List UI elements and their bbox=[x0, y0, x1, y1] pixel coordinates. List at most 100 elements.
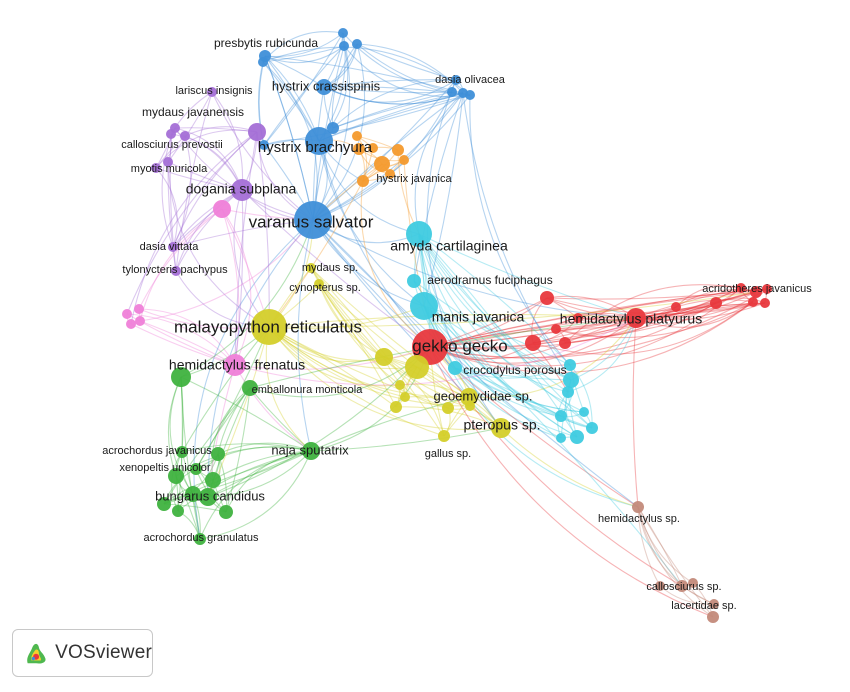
node-p3[interactable] bbox=[151, 163, 161, 173]
node-manis[interactable] bbox=[410, 292, 438, 320]
label-malay[interactable]: malayopython reticulatus bbox=[174, 317, 362, 336]
node-hbrach[interactable] bbox=[305, 127, 333, 155]
label-myotis[interactable]: myotis muricola bbox=[131, 163, 208, 175]
label-mydjav[interactable]: mydaus javanensis bbox=[142, 105, 244, 119]
node-o1[interactable] bbox=[374, 156, 390, 172]
node-o4[interactable] bbox=[352, 131, 362, 141]
node-b9[interactable] bbox=[259, 140, 269, 150]
vosviewer-logo[interactable]: VOSviewer bbox=[12, 629, 153, 677]
node-b6[interactable] bbox=[447, 87, 457, 97]
node-mydaussp[interactable] bbox=[306, 263, 316, 273]
node-b5[interactable] bbox=[465, 90, 475, 100]
node-g2[interactable] bbox=[205, 472, 221, 488]
node-b2[interactable] bbox=[352, 39, 362, 49]
label-presb[interactable]: presbytis rubicunda bbox=[214, 36, 318, 50]
node-g3[interactable] bbox=[168, 468, 184, 484]
label-dogan[interactable]: dogania subplana bbox=[186, 181, 297, 197]
label-hemisp[interactable]: hemidactylus sp. bbox=[598, 513, 680, 525]
node-c2[interactable] bbox=[555, 410, 567, 422]
node-myotis[interactable] bbox=[163, 157, 173, 167]
label-najas[interactable]: naja sputatrix bbox=[271, 442, 349, 457]
label-hjav[interactable]: hystrix javanica bbox=[376, 173, 452, 185]
node-r9[interactable] bbox=[760, 298, 770, 308]
node-b8[interactable] bbox=[327, 122, 339, 134]
node-c1[interactable] bbox=[563, 372, 579, 388]
node-p1[interactable] bbox=[180, 131, 190, 141]
node-gallus[interactable] bbox=[438, 430, 450, 442]
node-r5[interactable] bbox=[573, 313, 583, 323]
node-o5[interactable] bbox=[399, 155, 409, 165]
node-c4[interactable] bbox=[586, 422, 598, 434]
node-y4[interactable] bbox=[442, 402, 454, 414]
label-geoem[interactable]: geoemydidae sp. bbox=[433, 388, 532, 403]
node-b1[interactable] bbox=[338, 28, 348, 38]
node-k2[interactable] bbox=[122, 309, 132, 319]
node-r1[interactable] bbox=[540, 291, 554, 305]
node-varanus[interactable] bbox=[294, 201, 332, 239]
node-r11[interactable] bbox=[710, 297, 722, 309]
node-w2[interactable] bbox=[688, 578, 698, 588]
node-k3[interactable] bbox=[134, 304, 144, 314]
label-gallus[interactable]: gallus sp. bbox=[425, 448, 471, 460]
label-dvitt[interactable]: dasia vittata bbox=[140, 241, 200, 253]
label-amyda[interactable]: amyda cartilaginea bbox=[390, 238, 508, 254]
node-y3[interactable] bbox=[390, 401, 402, 413]
label-varanus[interactable]: varanus salvator bbox=[249, 212, 374, 231]
node-y5[interactable] bbox=[400, 392, 410, 402]
node-g6[interactable] bbox=[157, 497, 171, 511]
node-acrjav[interactable] bbox=[176, 446, 188, 458]
node-acrid[interactable] bbox=[750, 286, 762, 298]
node-lari[interactable] bbox=[207, 87, 217, 97]
label-lari[interactable]: lariscus insignis bbox=[175, 85, 253, 97]
node-dvitt[interactable] bbox=[168, 242, 178, 252]
label-callprev[interactable]: callosciurus prevostii bbox=[121, 139, 222, 151]
node-r7[interactable] bbox=[762, 284, 772, 294]
node-hfren[interactable] bbox=[224, 354, 246, 376]
node-bung[interactable] bbox=[199, 488, 217, 506]
label-hfren[interactable]: hemidactylus frenatus bbox=[169, 357, 305, 373]
node-g4[interactable] bbox=[219, 505, 233, 519]
node-o7[interactable] bbox=[385, 169, 395, 179]
node-k5[interactable] bbox=[135, 316, 145, 326]
node-c3[interactable] bbox=[570, 430, 584, 444]
node-geoem[interactable] bbox=[460, 388, 478, 406]
node-mydjav[interactable] bbox=[248, 123, 266, 141]
node-o2[interactable] bbox=[392, 144, 404, 156]
node-o6[interactable] bbox=[368, 143, 378, 153]
node-acrgran[interactable] bbox=[194, 533, 206, 545]
node-lacert[interactable] bbox=[707, 611, 719, 623]
node-g7[interactable] bbox=[172, 505, 184, 517]
label-hbrach[interactable]: hystrix brachyura bbox=[258, 139, 373, 156]
node-c7[interactable] bbox=[556, 433, 566, 443]
node-dogan[interactable] bbox=[231, 179, 253, 201]
node-hplat[interactable] bbox=[626, 308, 646, 328]
node-k4[interactable] bbox=[126, 319, 136, 329]
label-acrjav[interactable]: acrochordus javanicus bbox=[102, 445, 212, 457]
label-tylon[interactable]: tylonycteris pachypus bbox=[122, 264, 228, 276]
node-y2[interactable] bbox=[375, 348, 393, 366]
node-r3[interactable] bbox=[525, 335, 541, 351]
node-callsp[interactable] bbox=[676, 580, 688, 592]
node-o3[interactable] bbox=[353, 143, 365, 155]
node-b7[interactable] bbox=[258, 57, 268, 67]
node-hemisp[interactable] bbox=[632, 501, 644, 513]
node-c8[interactable] bbox=[564, 359, 576, 371]
label-dolive[interactable]: dasia olivacea bbox=[435, 74, 506, 86]
label-xeno[interactable]: xenopeltis unicolor bbox=[119, 462, 210, 474]
node-g8[interactable] bbox=[211, 447, 225, 461]
node-b3[interactable] bbox=[339, 41, 349, 51]
node-najas[interactable] bbox=[302, 442, 320, 460]
node-p2[interactable] bbox=[166, 129, 176, 139]
label-emball[interactable]: emballonura monticola bbox=[252, 384, 364, 396]
label-acrid[interactable]: acridotheres javanicus bbox=[702, 283, 812, 295]
label-manis[interactable]: manis javanica bbox=[432, 309, 525, 325]
node-emball[interactable] bbox=[242, 380, 258, 396]
label-pterop[interactable]: pteropus sp. bbox=[463, 417, 540, 433]
node-r2[interactable] bbox=[559, 337, 571, 349]
label-hplat[interactable]: hemidactylus platyurus bbox=[560, 311, 702, 327]
node-y1[interactable] bbox=[405, 355, 429, 379]
node-w3[interactable] bbox=[709, 599, 719, 609]
node-hjav[interactable] bbox=[357, 175, 369, 187]
label-callsp[interactable]: callosciurus sp. bbox=[646, 581, 721, 593]
